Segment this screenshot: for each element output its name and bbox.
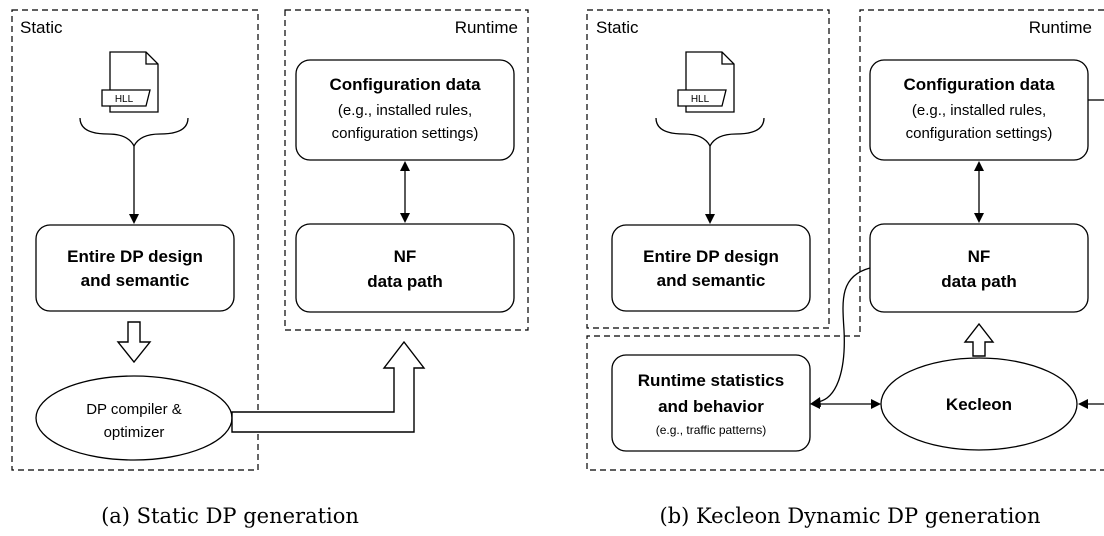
dp-design-line1-b: Entire DP design — [643, 247, 779, 266]
panel-a: Static Runtime HLL Entire DP design and … — [11, 9, 529, 528]
panel-b: Static Runtime HLL Entire DP design and … — [586, 9, 1104, 528]
caption-b: (b) Kecleon Dynamic DP generation — [660, 504, 1041, 528]
hll-label-b: HLL — [691, 94, 710, 105]
hll-file-icon-a: HLL — [101, 51, 159, 113]
dp-design-line2-a: and semantic — [81, 271, 190, 290]
stats-line1-b: Runtime statistics — [638, 371, 784, 390]
curve-nf-to-stats-b — [817, 267, 871, 403]
config-line2-a: configuration settings) — [332, 125, 479, 142]
runtime-region-b — [586, 9, 1104, 471]
brace-b — [655, 117, 765, 148]
config-box-b — [869, 59, 1089, 161]
static-label-b: Static — [596, 18, 639, 37]
compiler-line1-a: DP compiler & — [86, 401, 182, 418]
nf-line1-a: NF — [394, 247, 417, 266]
config-line2-b: configuration settings) — [906, 125, 1053, 142]
config-title-a: Configuration data — [329, 75, 481, 94]
stats-line2-b: and behavior — [658, 397, 764, 416]
kecleon-label-b: Kecleon — [946, 395, 1012, 414]
stats-box-b — [611, 354, 811, 452]
static-label-a: Static — [20, 18, 63, 37]
config-line1-b: (e.g., installed rules, — [912, 102, 1046, 119]
nf-line1-b: NF — [968, 247, 991, 266]
hll-file-icon-b: HLL — [677, 51, 735, 113]
dp-design-line2-b: and semantic — [657, 271, 766, 290]
config-title-b: Configuration data — [903, 75, 1055, 94]
static-region-a — [11, 9, 259, 471]
config-box-a — [295, 59, 515, 161]
hollow-arrow-up-b — [963, 322, 995, 357]
static-region-b — [586, 9, 830, 329]
dp-design-line1-a: Entire DP design — [67, 247, 203, 266]
hll-label-a: HLL — [115, 94, 134, 105]
runtime-label-b: Runtime — [1029, 18, 1092, 37]
hollow-arrow-down-a — [116, 321, 152, 364]
runtime-region-a — [284, 9, 529, 331]
caption-a: (a) Static DP generation — [101, 504, 359, 528]
stats-line3-b: (e.g., traffic patterns) — [656, 423, 767, 437]
config-line1-a: (e.g., installed rules, — [338, 102, 472, 119]
dp-design-box-a — [35, 224, 235, 312]
hollow-arrow-compiler-to-nf-a — [231, 340, 426, 433]
nf-box-b — [869, 223, 1089, 313]
compiler-line2-a: optimizer — [104, 424, 165, 441]
nf-box-a — [295, 223, 515, 313]
nf-line2-a: data path — [367, 272, 443, 291]
brace-a — [79, 117, 189, 148]
dp-design-box-b — [611, 224, 811, 312]
compiler-ellipse-a — [35, 375, 233, 461]
nf-line2-b: data path — [941, 272, 1017, 291]
runtime-label-a: Runtime — [455, 18, 518, 37]
